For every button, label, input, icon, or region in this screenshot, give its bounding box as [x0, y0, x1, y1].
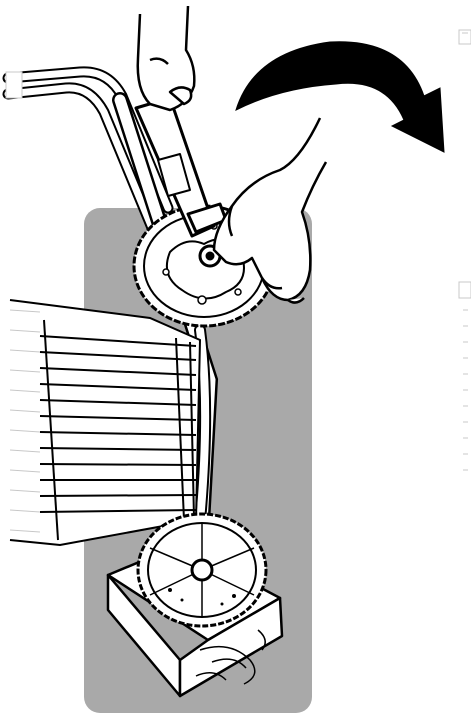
faint-margin-marks — [459, 30, 471, 470]
upper-hand — [138, 6, 195, 110]
wire-basket — [10, 300, 200, 545]
lower-wheel — [138, 514, 266, 626]
rotation-arrow-icon — [236, 42, 444, 152]
